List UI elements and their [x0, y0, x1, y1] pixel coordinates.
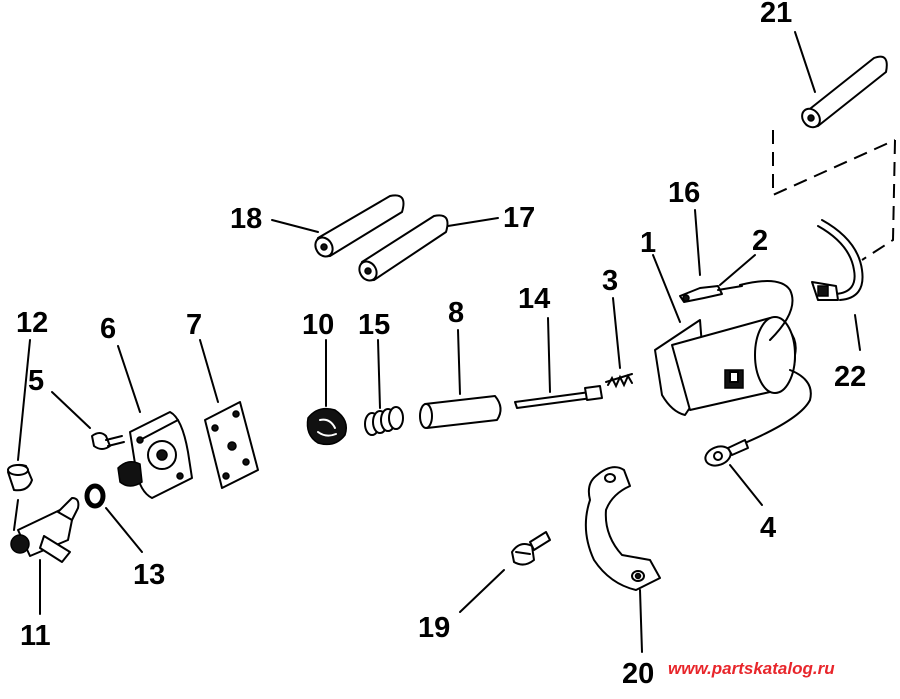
callout-17: 17 [503, 202, 535, 234]
part-8-sleeve [419, 395, 502, 429]
leader-20 [639, 589, 643, 653]
callout-1: 1 [640, 227, 656, 259]
callout-13: 13 [133, 559, 165, 591]
part-3-spring [605, 373, 633, 389]
callout-11: 11 [20, 620, 51, 652]
leader-4 [729, 464, 763, 506]
watermark-text: www.partskatalog.ru [668, 659, 835, 678]
part-4-ground-lead [704, 369, 812, 467]
callout-19: 19 [418, 612, 450, 644]
callout-16: 16 [668, 177, 700, 209]
part-19-screw [511, 531, 551, 566]
callout-21: 21 [760, 0, 792, 29]
leader-14 [547, 317, 551, 393]
leader-5 [51, 391, 91, 429]
part-11-fitting [10, 497, 80, 563]
callout-12: 12 [16, 307, 48, 339]
leader-22 [854, 314, 861, 351]
part-15-spring [364, 406, 404, 436]
callout-20: 20 [622, 658, 654, 690]
leader-21 [794, 31, 816, 93]
leader-19 [459, 569, 505, 613]
callout-labels: 21 16 17 18 1 2 3 14 8 15 10 7 6 12 5 22… [16, 0, 866, 690]
leader-13 [105, 507, 143, 553]
leader-6 [117, 345, 141, 413]
leader-7 [199, 339, 219, 403]
part-7-gasket [204, 401, 259, 489]
part-14-plunger [514, 385, 603, 409]
callout-4: 4 [760, 512, 776, 544]
part-13-o-ring [84, 483, 106, 509]
part-17-hose [358, 214, 449, 282]
callout-8: 8 [448, 297, 464, 329]
leader-16 [694, 209, 701, 276]
leader-12 [17, 339, 31, 461]
callout-18: 18 [230, 203, 262, 235]
leader-17 [447, 217, 499, 227]
part-6-pump-body [117, 411, 193, 499]
callout-10: 10 [302, 309, 334, 341]
part-22-clamp [811, 219, 864, 301]
part-21-hose [801, 55, 888, 129]
leader-18 [271, 219, 319, 233]
leader-2 [719, 254, 756, 286]
leader-15 [377, 339, 381, 409]
callout-7: 7 [186, 309, 202, 341]
part-10-valve [306, 407, 347, 446]
part-20-bracket [584, 466, 661, 591]
leader-1 [652, 254, 681, 323]
callout-15: 15 [358, 309, 390, 341]
part-16-connector [679, 285, 743, 303]
part-18-hose [314, 194, 405, 258]
part-12-cap [7, 463, 33, 492]
callout-14: 14 [518, 283, 550, 315]
callout-3: 3 [602, 265, 618, 297]
part-1-solenoid [654, 280, 797, 416]
part-5-screw [91, 432, 125, 450]
callout-5: 5 [28, 365, 44, 397]
dashed-routing-lines [772, 130, 896, 261]
callout-22: 22 [834, 361, 866, 393]
leader-8 [457, 329, 461, 395]
callout-2: 2 [752, 225, 768, 257]
callout-6: 6 [100, 313, 116, 345]
leader-3 [612, 297, 621, 369]
